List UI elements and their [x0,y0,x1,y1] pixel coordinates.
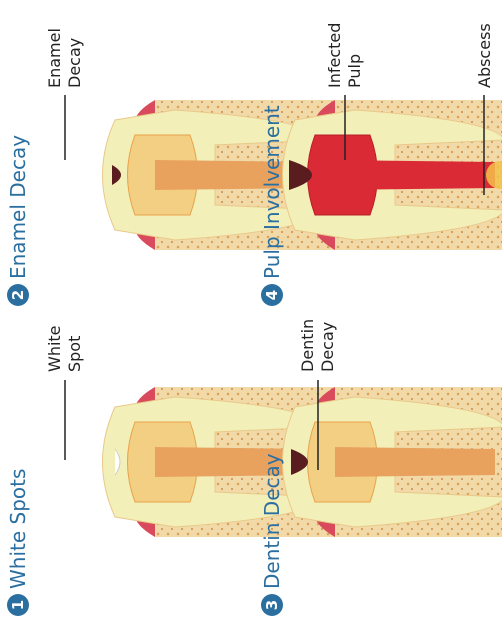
panel-dentin-decay [283,387,502,537]
stage-1-number: 1 [9,600,27,610]
abscess-callout-line1: Abscess [475,23,494,88]
panel-pulp-involvement [283,100,502,250]
stage-2-title: Enamel Decay [6,135,30,279]
dentin-decay-callout: Dentin Decay [298,319,337,372]
stage-4-title-group: 4 Pulp Involvement [260,105,284,306]
stage-4-number: 4 [263,290,281,300]
stage-2-title-group: 2 Enamel Decay [6,135,30,306]
stage-4-title: Pulp Involvement [260,105,284,279]
white-spot-callout: White Spot [45,325,84,372]
infected-pulp-callout: Infected Pulp [325,23,364,88]
stage-3-title: Dentin Decay [260,453,284,589]
stage-2-number: 2 [9,290,27,300]
dentin-decay-callout-line2: Decay [318,322,337,372]
stage-1-title-group: 1 White Spots [6,469,30,616]
dentin-decay-callout-line1: Dentin [298,319,317,372]
white-spot-callout-line1: White [45,325,64,372]
infected-pulp-callout-line1: Infected [325,23,344,88]
white-spot-callout-line2: Spot [65,336,84,372]
enamel-decay-callout: Enamel Decay [45,28,84,88]
enamel-decay-callout-line1: Enamel [45,28,64,88]
stage-1-title: White Spots [6,469,30,589]
abscess-callout: Abscess [475,23,494,88]
stage-3-number: 3 [263,600,281,610]
enamel-decay-callout-line2: Decay [65,38,84,88]
stage-3-title-group: 3 Dentin Decay [260,453,284,616]
infected-pulp-callout-line2: Pulp [345,54,364,88]
